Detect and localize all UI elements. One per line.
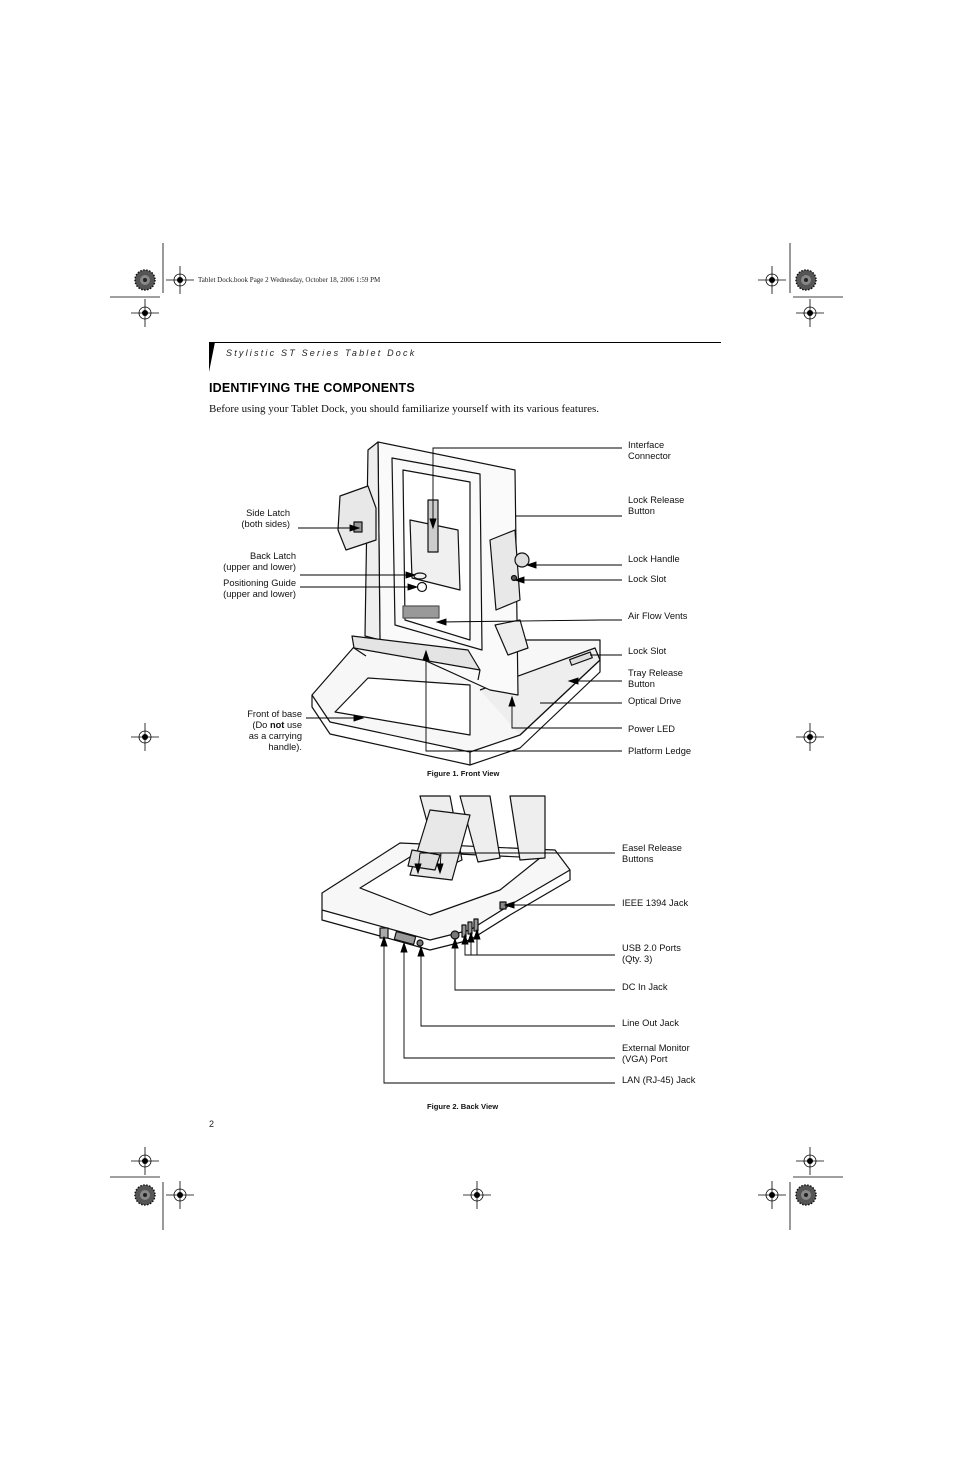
- registration-mark-top-left: [110, 243, 195, 328]
- label-platform-ledge: Platform Ledge: [628, 746, 692, 756]
- label-lan-jack: LAN (RJ-45) Jack: [622, 1075, 696, 1085]
- print-metadata: Tablet Dock.book Page 2 Wednesday, Octob…: [198, 276, 381, 284]
- figure-2-caption: Figure 2. Back View: [427, 1102, 499, 1111]
- header-tab-marker: [209, 342, 215, 372]
- figure-1-caption: Figure 1. Front View: [427, 769, 500, 778]
- header-rule: [209, 342, 721, 343]
- label-ieee-1394-jack: IEEE 1394 Jack: [622, 898, 689, 908]
- label-back-latch: Back Latch (upper and lower): [223, 551, 296, 572]
- section-title: IDENTIFYING THE COMPONENTS: [209, 381, 415, 395]
- label-lock-handle: Lock Handle: [628, 554, 680, 564]
- label-tray-release-button: Tray Release Button: [628, 668, 683, 689]
- label-side-latch: Side Latch (both sides): [241, 508, 290, 529]
- back-view-drawing: [321, 795, 571, 951]
- registration-mark-bottom-center: [462, 1180, 492, 1210]
- back-view-leader-lines: [380, 852, 615, 1084]
- label-easel-release-buttons: Easel Release Buttons: [622, 843, 682, 864]
- label-dc-in-jack: DC In Jack: [622, 982, 668, 992]
- intro-paragraph: Before using your Tablet Dock, you shoul…: [209, 403, 600, 415]
- label-external-monitor-port: External Monitor (VGA) Port: [622, 1043, 690, 1064]
- running-header: Stylistic ST Series Tablet Dock: [226, 348, 417, 358]
- registration-mark-mid-right: [795, 722, 825, 752]
- label-front-of-base: Front of base (Do not use as a carrying …: [247, 709, 302, 752]
- label-lock-slot-2: Lock Slot: [628, 646, 667, 656]
- front-view-leader-lines: [298, 447, 622, 752]
- label-positioning-guide: Positioning Guide (upper and lower): [223, 578, 296, 599]
- front-view-drawing: [311, 441, 601, 766]
- label-lock-release-button: Lock Release Button: [628, 495, 685, 516]
- registration-mark-mid-left: [130, 722, 160, 752]
- label-usb-ports: USB 2.0 Ports (Qty. 3): [622, 943, 681, 964]
- label-line-out-jack: Line Out Jack: [622, 1018, 679, 1028]
- page-number: 2: [209, 1119, 215, 1129]
- registration-mark-top-right: [757, 243, 843, 328]
- label-air-flow-vents: Air Flow Vents: [628, 611, 688, 621]
- label-power-led: Power LED: [628, 724, 676, 734]
- registration-mark-bottom-left: [110, 1146, 195, 1230]
- registration-mark-bottom-right: [757, 1146, 843, 1230]
- label-interface-connector: Interface Connector: [628, 440, 671, 461]
- label-optical-drive: Optical Drive: [628, 696, 682, 706]
- label-lock-slot-1: Lock Slot: [628, 574, 667, 584]
